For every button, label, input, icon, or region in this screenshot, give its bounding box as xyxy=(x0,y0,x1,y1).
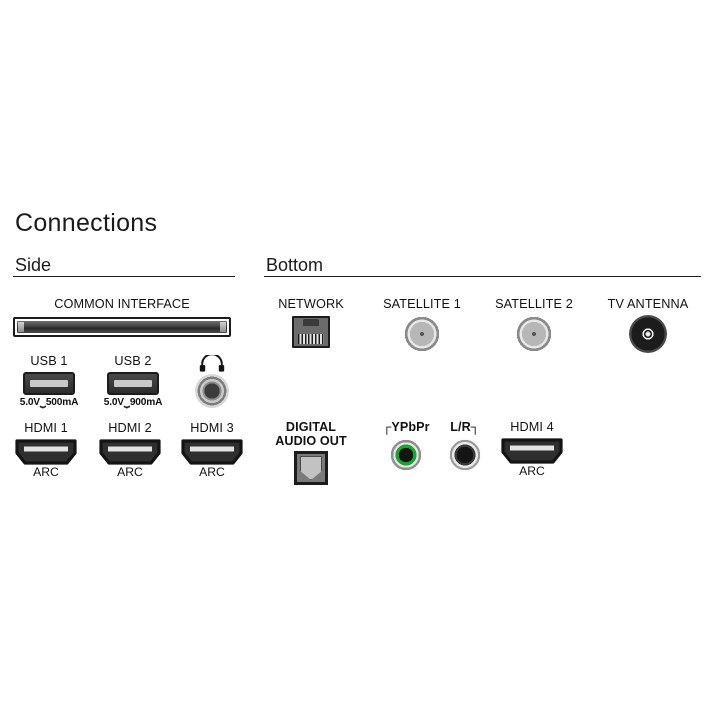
usb-port-tongue xyxy=(114,379,152,387)
usb-port-icon[interactable] xyxy=(23,371,75,395)
hdmi-port-icon[interactable] xyxy=(13,438,79,465)
ci-slot-icon[interactable] xyxy=(13,317,231,337)
section-heading-bottom: Bottom xyxy=(266,255,324,275)
hdmi-4-arc-label: ARC xyxy=(519,463,545,478)
common-interface-label: COMMON INTERFACE xyxy=(54,297,190,311)
coax-satellite-icon[interactable] xyxy=(403,314,441,353)
usb-2-label: USB 2 xyxy=(114,354,152,368)
usb-port-tongue xyxy=(30,379,68,387)
hdmi-2-arc-label: ARC xyxy=(117,464,143,479)
usb-1-label: USB 1 xyxy=(30,354,68,368)
port-group-tv-antenna[interactable]: TV ANTENNA xyxy=(594,297,702,353)
port-group-hdmi-3[interactable]: HDMI 3 ARC xyxy=(170,421,254,479)
hdmi-3-arc-label: ARC xyxy=(199,464,225,479)
port-group-hdmi-1[interactable]: HDMI 1 ARC xyxy=(4,421,88,479)
hdmi-4-label: HDMI 4 xyxy=(510,420,554,434)
port-group-satellite-1[interactable]: SATELLITE 1 xyxy=(370,297,474,353)
satellite-2-label: SATELLITE 2 xyxy=(495,297,573,311)
hdmi-port-icon[interactable] xyxy=(499,437,565,464)
section-rule-side xyxy=(13,276,235,277)
port-group-hdmi-4[interactable]: HDMI 4 ARC xyxy=(490,420,574,478)
port-group-headphone[interactable] xyxy=(178,353,246,408)
rca-black-icon[interactable] xyxy=(448,437,482,472)
port-group-common-interface[interactable]: COMMON INTERFACE xyxy=(13,297,231,312)
optical-toslink-icon[interactable] xyxy=(294,451,328,485)
port-group-network[interactable]: NETWORK xyxy=(259,297,363,348)
coax-antenna-icon[interactable] xyxy=(629,314,667,353)
lr-label: L/R┐ xyxy=(450,420,480,434)
rj45-network-icon[interactable] xyxy=(292,315,330,348)
usb-2-power-rating: 5.0V⏟900mA xyxy=(103,396,163,408)
ypbpr-label: ┌YPbPr xyxy=(382,420,430,434)
page-title: Connections xyxy=(15,209,158,237)
rj45-tab xyxy=(303,318,319,326)
hdmi-2-label: HDMI 2 xyxy=(108,421,152,435)
section-heading-side: Side xyxy=(15,255,52,275)
port-group-digital-audio-out[interactable]: DIGITAL AUDIO OUT xyxy=(259,420,363,485)
port-group-usb-1[interactable]: USB 1 5.0V⏟500mA xyxy=(4,354,94,408)
optical-shutter xyxy=(300,456,322,480)
tv-antenna-label: TV ANTENNA xyxy=(607,297,689,311)
headphone-jack-icon[interactable] xyxy=(195,374,229,408)
port-group-ypbpr[interactable]: ┌YPbPr xyxy=(371,420,441,472)
satellite-1-label: SATELLITE 1 xyxy=(383,297,461,311)
section-rule-bottom xyxy=(264,276,701,277)
hdmi-1-arc-label: ARC xyxy=(33,464,59,479)
rj45-pins xyxy=(298,333,324,344)
coax-satellite-icon[interactable] xyxy=(515,314,553,353)
usb-1-power-rating: 5.0V⏟500mA xyxy=(19,396,79,408)
hdmi-1-label: HDMI 1 xyxy=(24,421,68,435)
digital-audio-out-label-line2: AUDIO OUT xyxy=(275,433,347,448)
rca-green-icon[interactable] xyxy=(389,437,423,472)
hdmi-3-label: HDMI 3 xyxy=(190,421,234,435)
ci-slot-inner xyxy=(17,321,227,333)
port-group-satellite-2[interactable]: SATELLITE 2 xyxy=(482,297,586,353)
headphones-icon xyxy=(199,353,225,372)
usb-port-icon[interactable] xyxy=(107,371,159,395)
port-group-lr-audio[interactable]: L/R┐ xyxy=(434,420,496,472)
port-group-hdmi-2[interactable]: HDMI 2 ARC xyxy=(88,421,172,479)
port-group-usb-2[interactable]: USB 2 5.0V⏟900mA xyxy=(88,354,178,408)
digital-audio-out-label-line1: DIGITAL xyxy=(285,420,337,434)
network-label: NETWORK xyxy=(278,297,344,311)
hdmi-port-icon[interactable] xyxy=(179,438,245,465)
hdmi-port-icon[interactable] xyxy=(97,438,163,465)
